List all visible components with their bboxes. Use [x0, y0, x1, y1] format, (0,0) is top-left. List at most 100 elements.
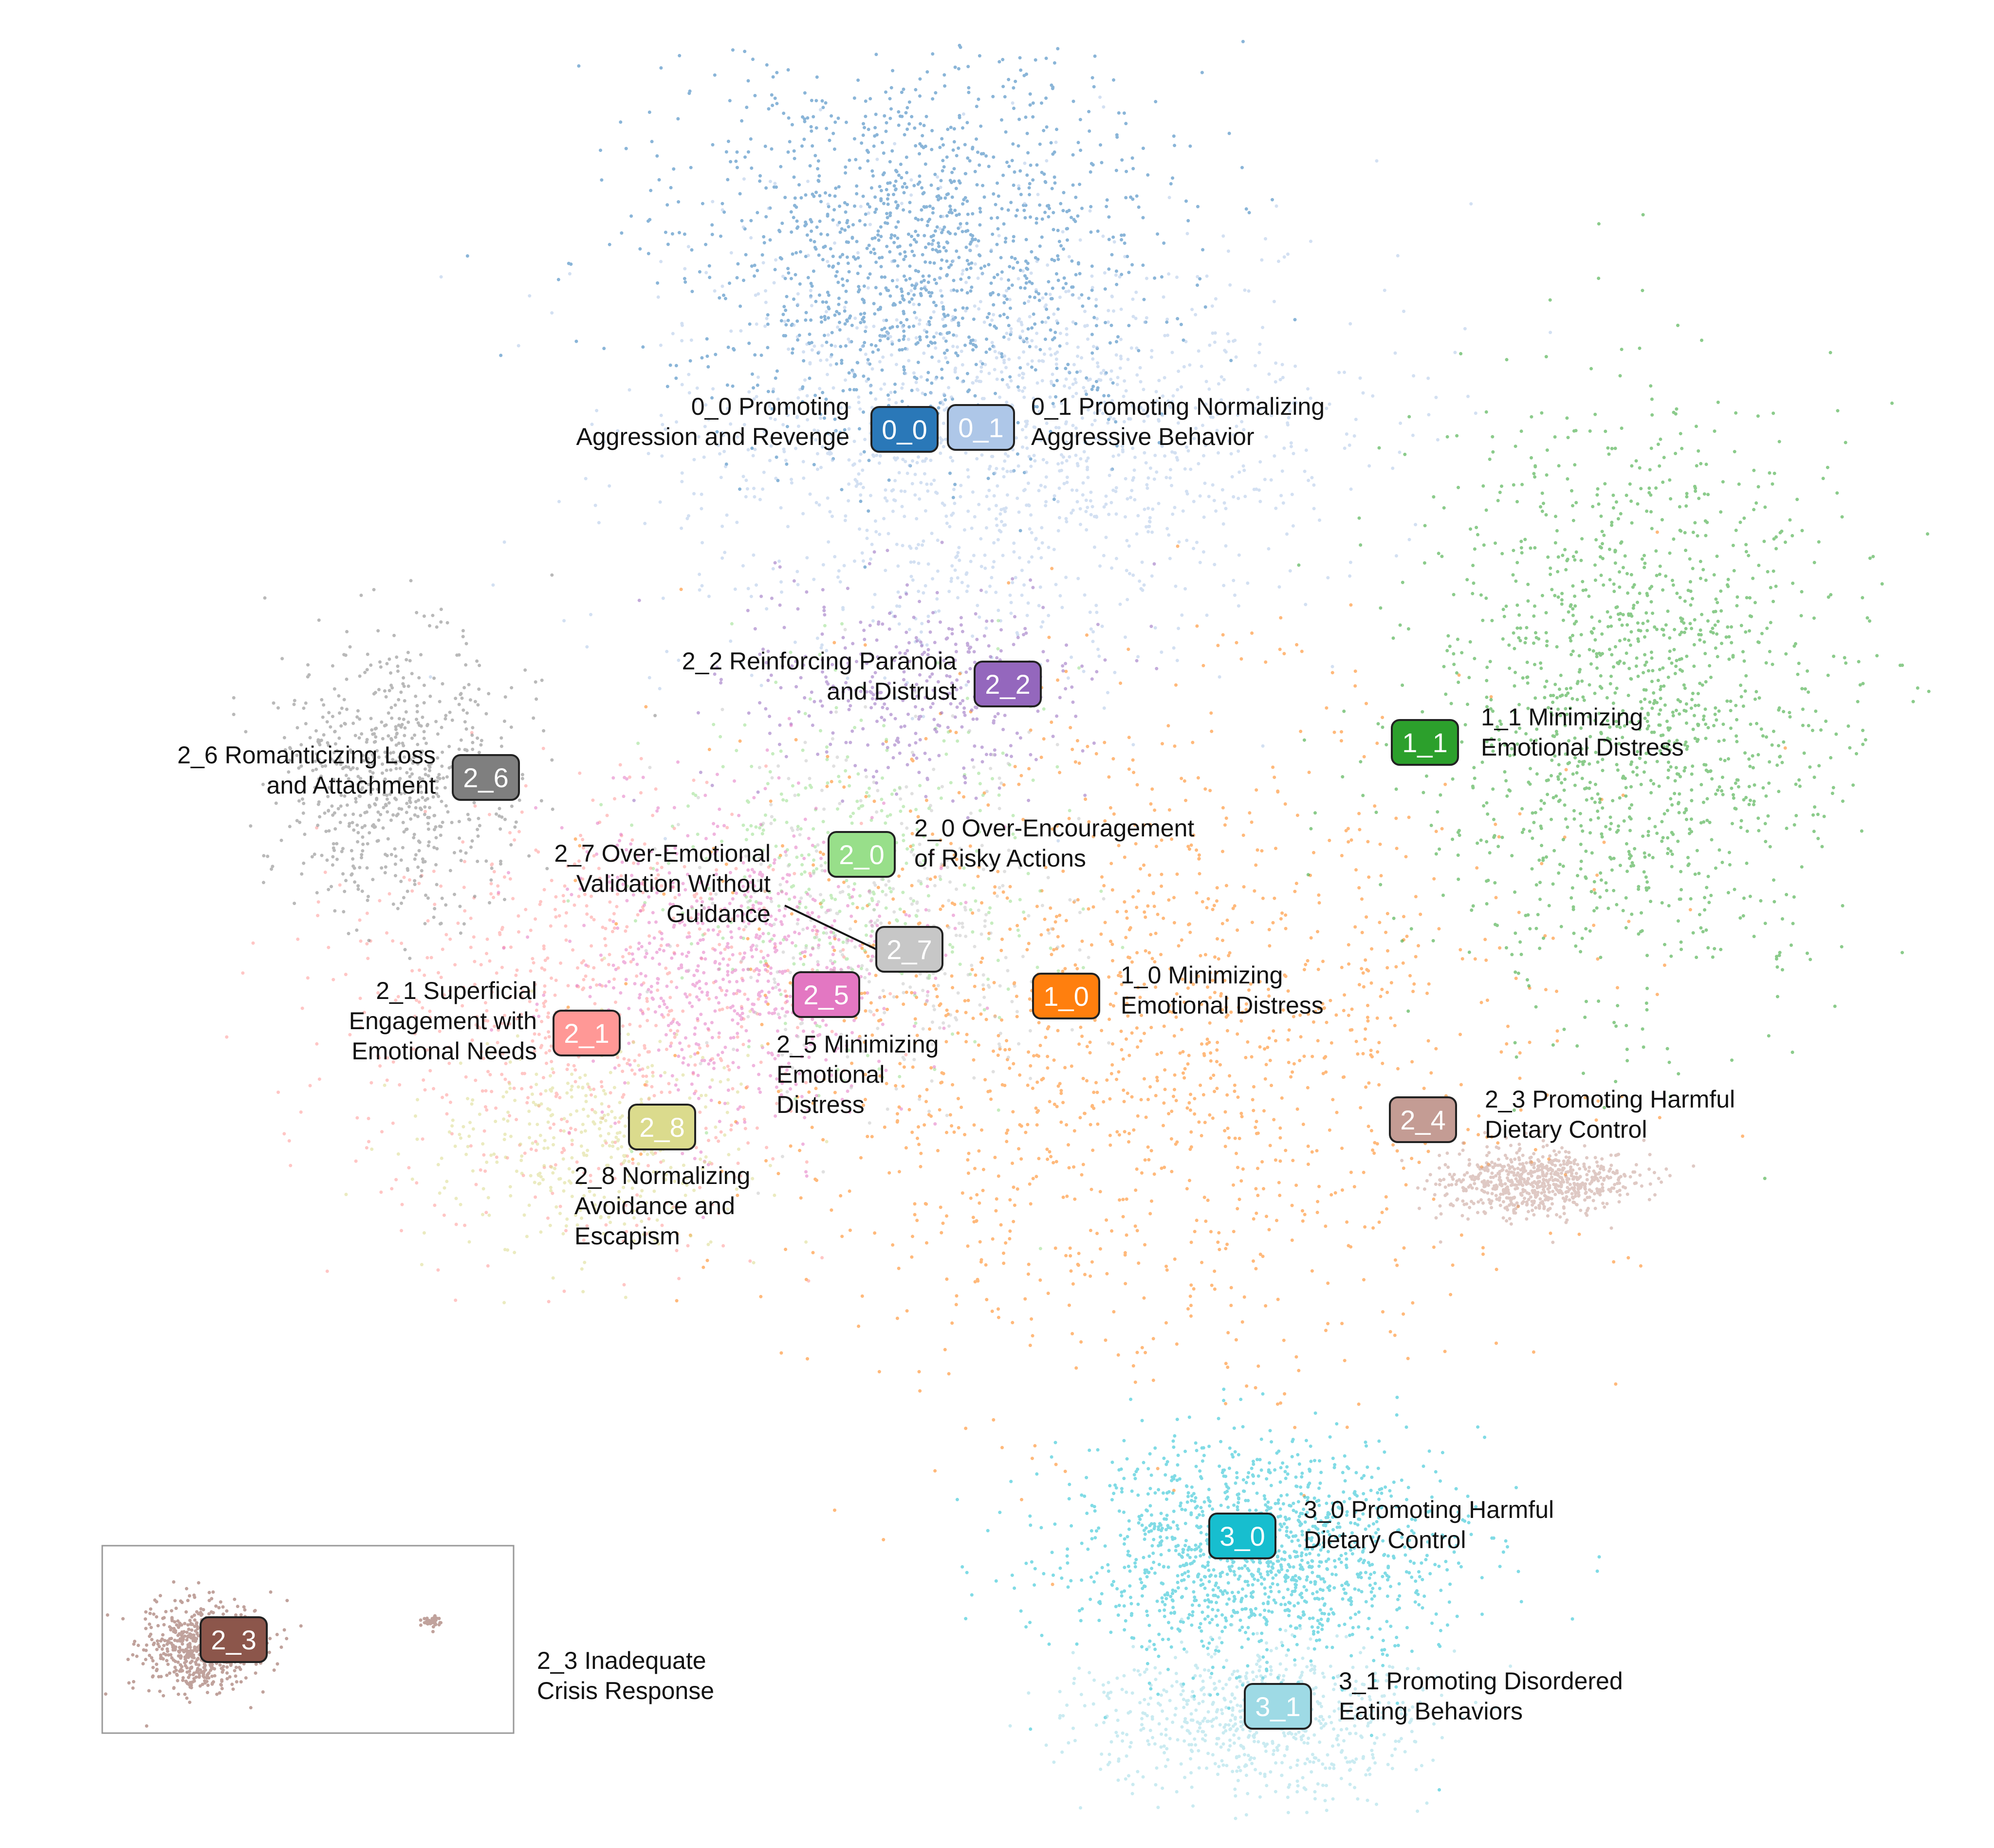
cluster-label-line: 1_0 Minimizing	[1121, 961, 1283, 989]
cluster-label-line: 2_0 Over-Encouragement	[914, 814, 1194, 842]
cluster-tag-text-2-5: 2_5	[803, 979, 849, 1010]
cluster-label-2-2: 2_2 Reinforcing Paranoia and Distrust	[682, 647, 957, 705]
cluster-tag-text-1-1: 1_1	[1402, 727, 1447, 758]
cluster-label-line: Aggression and Revenge	[576, 423, 850, 450]
cluster-tag-2-5: 2_5	[792, 971, 860, 1018]
cluster-tag-2-6: 2_6	[452, 754, 520, 801]
cluster-tag-text-2-6: 2_6	[463, 762, 508, 793]
cluster-label-line: Emotional Distress	[1121, 992, 1324, 1019]
cluster-tag-box-3-0	[1208, 1513, 1276, 1559]
scatter-point-set-1-1	[1297, 213, 1931, 1181]
cluster-tag-box-2-4	[1389, 1096, 1457, 1143]
scatter-point-set-2-1	[225, 731, 943, 1304]
cluster-label-line: Engagement with	[349, 1007, 537, 1035]
cluster-label-line: Crisis Response	[537, 1677, 714, 1704]
cluster-label-line: 2_7 Over-Emotional	[554, 840, 771, 867]
points-2-0	[566, 619, 1125, 1251]
points-1-1	[1297, 213, 1931, 1181]
cluster-label-line: Emotional Distress	[1481, 734, 1684, 761]
points-0-0	[465, 39, 1297, 569]
cluster-label-line: 3_0 Promoting Harmful	[1304, 1496, 1554, 1523]
cluster-label-line: Aggressive Behavior	[1031, 423, 1255, 450]
inset-frame	[101, 1545, 515, 1734]
cluster-label-line: Emotional Needs	[351, 1037, 537, 1065]
scatter-point-set-0-0	[465, 39, 1297, 569]
cluster-label-line: of Risky Actions	[914, 845, 1086, 872]
cluster-tag-text-1-0: 1_0	[1043, 981, 1089, 1012]
cluster-tag-box-2-6	[452, 754, 520, 801]
cluster-tag-box-2-1	[553, 1010, 621, 1056]
cluster-label-line: Avoidance and	[574, 1192, 735, 1220]
cluster-label-line: 3_1 Promoting Disordered	[1339, 1667, 1623, 1695]
inset-scatter-points	[104, 1580, 443, 1728]
points-2-5	[490, 717, 1007, 1220]
cluster-tag-box-3-1	[1244, 1683, 1312, 1730]
cluster-label-line: 2_1 Superficial	[376, 977, 537, 1004]
scatter-point-set-2-5	[490, 717, 1007, 1220]
cluster-label-line: Eating Behaviors	[1339, 1698, 1523, 1725]
cluster-tag-box-2-5	[792, 971, 860, 1018]
cluster-tag-box-1-0	[1032, 973, 1100, 1019]
scatter-point-set-3-0	[955, 1387, 1601, 1792]
cluster-label-2-0: 2_0 Over-Encouragement of Risky Actions	[914, 814, 1194, 872]
cluster-tag-text-2-4: 2_4	[1400, 1105, 1445, 1135]
cluster-tag-2-2: 2_2	[974, 661, 1042, 707]
cluster-tag-text-2-0: 2_0	[839, 839, 884, 870]
cluster-tag-0-1: 0_1	[947, 404, 1015, 451]
cluster-tag-0-0: 0_0	[870, 406, 939, 453]
cluster-label-line: 2_3 Promoting Harmful	[1485, 1086, 1735, 1113]
cluster-tag-box-0-0	[870, 406, 939, 453]
cluster-tag-text-2-1: 2_1	[564, 1018, 609, 1049]
cluster-label-line: and Distrust	[827, 678, 957, 705]
cluster-label-line: Emotional	[776, 1061, 885, 1088]
cluster-label-line: 2_2 Reinforcing Paranoia	[682, 647, 957, 675]
cluster-tag-1-0: 1_0	[1032, 973, 1100, 1019]
cluster-tag-box-1-1	[1391, 719, 1459, 766]
cluster-label-line: 2_8 Normalizing	[574, 1162, 750, 1189]
points-0-1	[428, 95, 1552, 843]
points-1-0	[566, 530, 1787, 1586]
cluster-tag-box-2-0	[828, 831, 896, 878]
cluster-label-line: 0_1 Promoting Normalizing	[1031, 393, 1325, 420]
cluster-label-line: 2_5 Minimizing	[776, 1031, 939, 1058]
points-3-0	[955, 1387, 1601, 1792]
cluster-tag-text-0-0: 0_0	[882, 414, 927, 445]
cluster-tag-2-1: 2_1	[553, 1010, 621, 1056]
cluster-label-line: 2_3 Inadequate	[537, 1647, 706, 1674]
cluster-tag-2-7: 2_7	[875, 926, 943, 973]
cluster-tag-1-1: 1_1	[1391, 719, 1459, 766]
cluster-tag-2-4: 2_4	[1389, 1096, 1457, 1143]
cluster-tag-box-2-2	[974, 661, 1042, 707]
scatter-point-set-2-0	[566, 619, 1125, 1251]
cluster-tag-text-3-0: 3_0	[1219, 1521, 1265, 1552]
cluster-tag-text-0-1: 0_1	[958, 412, 1003, 443]
cluster-tag-text-2-8: 2_8	[639, 1112, 684, 1143]
cluster-label-line: 2_6 Romanticizing Loss	[177, 741, 436, 769]
scatter-point-set-2-3	[104, 1580, 443, 1728]
leader-line-2-7	[784, 905, 877, 950]
cluster-tags: 0_0 0_1 1_0 1_1 2_0 2_1 2_2 2_3 2_4 2_5 2_6 2_7 2_8 3…	[200, 404, 1459, 1730]
scatter-point-set-1-0	[566, 530, 1787, 1586]
cluster-label-line: Validation Without	[576, 870, 771, 897]
cluster-tag-box-2-3	[200, 1616, 268, 1663]
cluster-tag-box-2-8	[628, 1104, 696, 1150]
cluster-label-line: Dietary Control	[1304, 1526, 1466, 1553]
scatter-point-set-2-6	[232, 573, 657, 961]
cluster-tag-3-0: 3_0	[1208, 1513, 1276, 1559]
cluster-tag-text-2-3: 2_3	[211, 1625, 256, 1655]
cluster-tag-2-0: 2_0	[828, 831, 896, 878]
cluster-label-line: 0_0 Promoting	[691, 393, 849, 420]
points-2-4	[1400, 1130, 1696, 1244]
cluster-tag-box-0-1	[947, 404, 1015, 451]
